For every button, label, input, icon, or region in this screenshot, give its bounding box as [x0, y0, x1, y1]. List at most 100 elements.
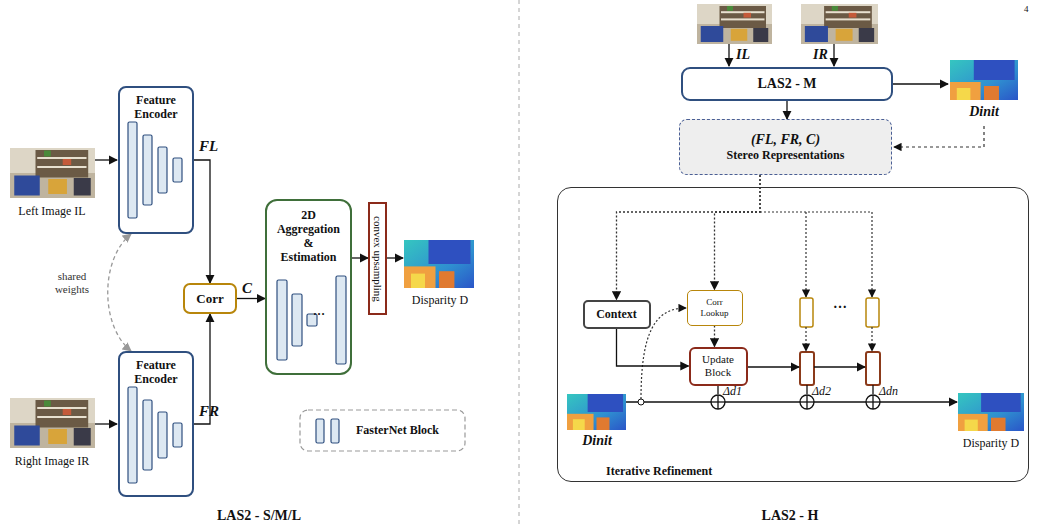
dotted-wire: [805, 212, 806, 297]
encoder-box: Feature Encoder: [118, 351, 194, 497]
aggregation-box: 2D Aggregation & Estimation: [265, 199, 352, 375]
disparity-bg: [958, 393, 1024, 431]
output-arrow: [387, 257, 403, 258]
photo-item: [63, 159, 71, 165]
connector: [715, 175, 761, 290]
delta-arrow: [872, 385, 873, 394]
node-title: Corr: [196, 291, 223, 306]
input-arrow: [95, 159, 117, 160]
upsampling-box: convex upsampling: [368, 202, 387, 315]
photo-plant: [832, 6, 838, 11]
connector: [237, 298, 265, 299]
legend-bars: [316, 419, 339, 443]
connector: [617, 175, 761, 300]
photo-shelf-line: [37, 157, 86, 159]
disparity-nearest: [411, 274, 425, 288]
photo-chair: [14, 176, 40, 196]
dotted-wire: [760, 211, 872, 212]
model-box: LAS2 - M: [681, 67, 893, 101]
divider: [519, 0, 520, 528]
update-copy: [800, 352, 880, 385]
junction: [638, 399, 644, 405]
state-arrow: [748, 366, 799, 367]
photo-desk: [753, 28, 768, 42]
photo-bg: [10, 148, 95, 198]
input-arrow: [728, 44, 729, 66]
legend-text: FasterNet Block: [356, 423, 439, 437]
scene-photo: [10, 148, 95, 198]
photo-shelf-line: [37, 416, 86, 418]
disparity-near: [958, 414, 988, 431]
delta-arrow: [717, 386, 718, 394]
disparity-near: [404, 266, 436, 288]
disparity-bg: [567, 394, 626, 430]
photo-item: [63, 409, 71, 415]
photo-shelf-line: [721, 18, 765, 20]
fasternet-bars: [128, 122, 346, 483]
photo-chair: [48, 429, 67, 444]
subfigure-caption: LAS2 - S/M/L: [217, 508, 301, 524]
photo-shelf-line: [826, 18, 871, 20]
connector: [352, 257, 368, 258]
lookup-box: Corr Lookup: [687, 290, 743, 326]
disparity-map: [950, 60, 1018, 100]
output-arrow: [893, 83, 948, 84]
disparity-far: [981, 393, 1021, 412]
refinement-box: Iterative RefinementContextCorr LookupUp…: [557, 187, 1029, 482]
photo-shelf-line: [37, 407, 86, 409]
disparity-near: [597, 417, 610, 430]
ellipsis: …: [833, 297, 847, 311]
dotted-wire: [871, 212, 872, 297]
node-title: Context: [596, 307, 637, 321]
disparity-far: [588, 394, 623, 412]
disparity-map: [567, 394, 626, 430]
context-box: Context: [583, 300, 651, 329]
lookup-copy: [800, 298, 879, 327]
disparity-bg: [950, 60, 1018, 100]
node-title: 2D Aggregation & Estimation: [275, 208, 343, 264]
output-label: Disparity D: [963, 436, 1019, 450]
dotted-wire: [871, 327, 872, 351]
node-title: Feature Encoder: [126, 358, 186, 386]
disparity-near: [439, 271, 454, 288]
disparity-map: [958, 393, 1024, 431]
connector: [786, 101, 787, 119]
disparity-nearest: [573, 419, 585, 430]
update-box: Update Block: [689, 347, 748, 386]
photo-item: [849, 13, 857, 18]
output-symbol: Dinit: [969, 104, 999, 120]
edge-label: shared weights: [46, 270, 98, 296]
photo-shelf: [720, 6, 767, 28]
node-subtitle: Stereo Representations: [727, 148, 845, 163]
disparity-far: [974, 60, 1015, 80]
photo-plant: [44, 151, 51, 157]
photo-plant: [44, 401, 51, 407]
node-title: (FL, FR, C): [751, 131, 820, 148]
photo-desk: [74, 428, 91, 446]
delta-label: Δd2: [812, 384, 831, 398]
disparity-near: [984, 86, 999, 100]
disparity-nearest: [957, 88, 971, 100]
edge-label: C: [242, 280, 252, 297]
disparity-near: [950, 82, 981, 100]
image-label: Right Image IR: [15, 454, 90, 468]
delta-label: Δd1: [723, 384, 742, 398]
scene-photo: [697, 4, 772, 44]
photo-chair: [14, 426, 40, 446]
delta-label: Δdn: [879, 384, 898, 398]
feedback-arrow: [894, 126, 984, 147]
photo-chair: [731, 29, 748, 41]
node-title: Update Block: [696, 353, 740, 379]
connector: [714, 326, 715, 347]
page-number: 4: [1024, 4, 1029, 15]
legend-box: [300, 410, 465, 451]
photo-plant: [727, 6, 733, 11]
encoder-box: Feature Encoder: [118, 86, 194, 234]
delta-arrow: [806, 385, 807, 394]
disparity-bg: [404, 240, 474, 288]
photo-shelf: [36, 400, 89, 428]
photo-shelf-line: [826, 11, 871, 13]
photo-bg: [801, 4, 878, 44]
node-title: LAS2 - M: [757, 76, 816, 92]
